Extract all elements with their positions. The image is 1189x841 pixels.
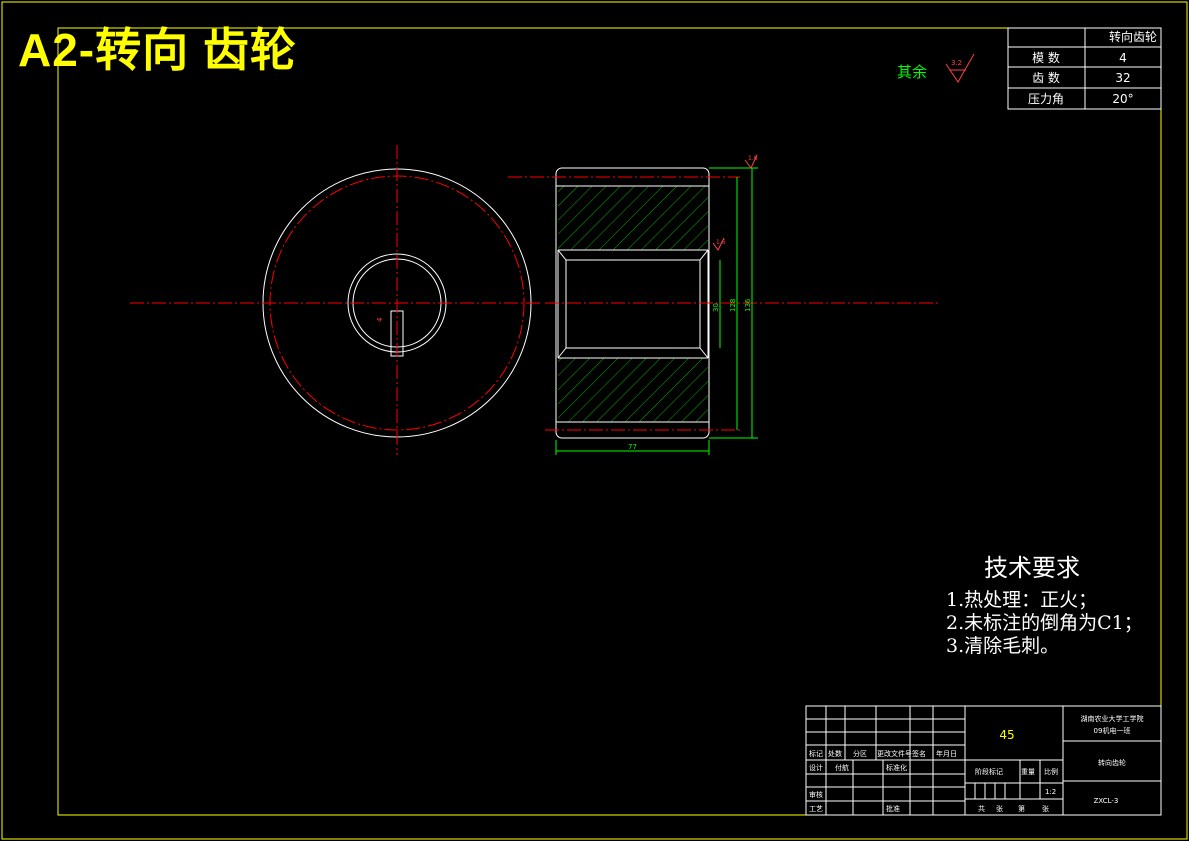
dim-keyway: 4 — [376, 317, 384, 322]
design-label: 设计 — [809, 763, 823, 772]
tech-requirements-heading: 技术要求 — [984, 554, 1080, 582]
roughness-symbol-icon — [945, 53, 975, 83]
params-value-teeth: 32 — [1115, 71, 1130, 85]
params-value-module: 4 — [1119, 51, 1127, 65]
roughness-value: 3.2 — [951, 59, 962, 67]
params-header: 转向齿轮 — [1109, 29, 1157, 44]
rev-header-date: 年月日 — [936, 749, 957, 758]
rev-header-sign: 签名 — [912, 749, 926, 758]
approve-label: 批准 — [886, 804, 900, 813]
rev-header-count: 处数 — [828, 749, 842, 758]
sheets-total-label: 共 — [978, 804, 985, 813]
sheet-border-inner — [57, 27, 1162, 816]
scale-label: 比例 — [1044, 767, 1058, 776]
process-label: 工艺 — [809, 805, 823, 813]
tech-requirement-item: 3.清除毛刺。 — [946, 635, 1060, 657]
gear-section-view — [508, 167, 940, 439]
params-label-teeth: 齿 数 — [1032, 70, 1060, 85]
dimension-lines — [555, 167, 758, 455]
drawing-number: ZXCL-3 — [1094, 797, 1119, 805]
surface-mark-top: 1.6 — [748, 155, 758, 162]
gear-front-view — [130, 145, 540, 455]
rev-header-zone: 分区 — [853, 749, 867, 758]
roughness-label: 其余 — [897, 63, 927, 81]
tech-requirement-item: 2.未标注的倒角为C1； — [946, 612, 1143, 634]
sheets-current-label: 第 — [1018, 804, 1025, 813]
tech-requirements: 技术要求 1.热处理：正火； 2.未标注的倒角为C1； 3.清除毛刺。 — [946, 548, 1143, 658]
designer-name: 付航 — [835, 763, 849, 772]
rev-header-mark: 标记 — [809, 749, 823, 758]
review-label: 审核 — [809, 790, 823, 799]
title-block-grid — [805, 705, 1162, 816]
surface-mark-top-icon — [744, 154, 758, 169]
surface-mark-mid: 1.6 — [716, 239, 726, 246]
dim-bore: 30 — [712, 303, 720, 312]
params-label-pressure-angle: 压力角 — [1028, 92, 1064, 106]
stage-label: 阶段标记 — [975, 767, 1003, 776]
scale-value: 1:2 — [1045, 788, 1056, 796]
material-value: 45 — [999, 728, 1014, 742]
tech-requirement-item: 1.热处理：正火； — [946, 589, 1098, 611]
params-label-module: 模 数 — [1032, 50, 1060, 65]
part-name: 转向齿轮 — [1098, 758, 1126, 767]
rev-header-doc: 更改文件号 — [877, 749, 912, 758]
params-value-pressure-angle: 20° — [1112, 92, 1133, 106]
dim-pitch: 128 — [729, 299, 737, 312]
weight-label: 重量 — [1021, 768, 1035, 776]
company-line1: 湖南农业大学工学院 — [1081, 714, 1144, 723]
gear-params-table — [1007, 27, 1162, 110]
dim-width: 77 — [628, 443, 637, 451]
dim-outer: 136 — [744, 298, 752, 312]
sheets-total-unit: 张 — [996, 804, 1003, 813]
drawing-banner-title: A2-转向 齿轮 — [18, 24, 297, 76]
standard-label: 标准化 — [886, 763, 907, 772]
sheets-current-unit: 张 — [1042, 804, 1049, 813]
company-line2: 09机电一班 — [1094, 726, 1131, 735]
surface-mark-mid-icon — [712, 237, 725, 251]
